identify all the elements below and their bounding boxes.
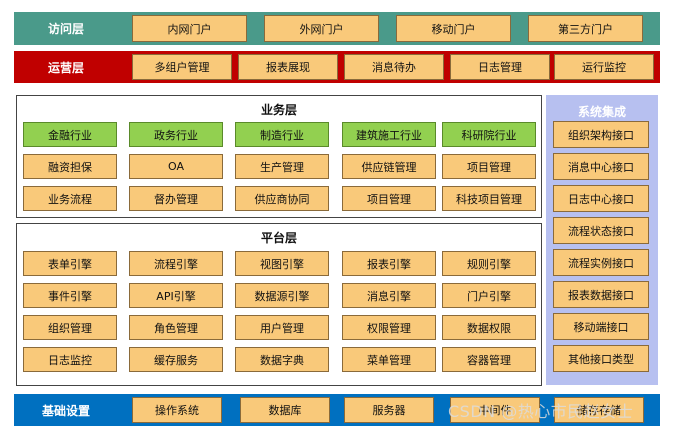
platform-item: 数据源引擎 (235, 283, 329, 308)
industry-item: 科研院行业 (442, 122, 536, 147)
access-item: 移动门户 (396, 15, 511, 42)
ops-item: 报表展现 (238, 54, 338, 80)
ops-layer-label: 运营层 (47, 60, 84, 75)
platform-item: 角色管理 (129, 315, 223, 340)
platform-item: 权限管理 (342, 315, 436, 340)
platform-item: 组织管理 (23, 315, 117, 340)
platform-item: 视图引擎 (235, 251, 329, 276)
watermark: CSDN @热心市民赵女士 (448, 402, 634, 421)
ops-layer: 运营层 多组户管理 报表展现 消息待办 日志管理 运行监控 (14, 51, 660, 83)
access-layer-label: 访问层 (47, 22, 84, 36)
access-layer: 访问层 内网门户 外网门户 移动门户 第三方门户 (14, 12, 660, 45)
business-item: 业务流程 (23, 186, 117, 211)
business-item: 项目管理 (442, 154, 536, 179)
access-item: 外网门户 (264, 15, 379, 42)
base-item: 储存存储 (554, 397, 644, 423)
industry-item: 制造行业 (235, 122, 329, 147)
ops-item: 多组户管理 (132, 54, 232, 80)
platform-layer-title: 平台层 (260, 231, 297, 245)
platform-item: 门户引擎 (442, 283, 536, 308)
integration-item: 其他接口类型 (553, 345, 649, 372)
platform-item: 容器管理 (442, 347, 536, 372)
integration-item: 流程实例接口 (553, 249, 649, 276)
platform-item: 缓存服务 (129, 347, 223, 372)
system-integration: 系统集成 组织架构接口 消息中心接口 日志中心接口 流程状态接口 流程实例接口 … (546, 95, 658, 385)
business-item: 项目管理 (342, 186, 436, 211)
platform-layer: 平台层 表单引擎 流程引擎 视图引擎 报表引擎 规则引擎 事件引擎 API引擎 … (16, 223, 542, 386)
industry-item: 政务行业 (129, 122, 223, 147)
access-item: 第三方门户 (528, 15, 643, 42)
platform-item: 报表引擎 (342, 251, 436, 276)
base-item: 数据库 (240, 397, 330, 423)
business-item: OA (129, 154, 223, 179)
industry-item: 金融行业 (23, 122, 117, 147)
business-item: 供应链管理 (342, 154, 436, 179)
platform-item: 数据权限 (442, 315, 536, 340)
base-item: 操作系统 (132, 397, 222, 423)
platform-item: API引擎 (129, 283, 223, 308)
integration-item: 移动端接口 (553, 313, 649, 340)
platform-item: 数据字典 (235, 347, 329, 372)
ops-item: 运行监控 (554, 54, 654, 80)
business-item: 供应商协同 (235, 186, 329, 211)
platform-item: 菜单管理 (342, 347, 436, 372)
integration-item: 日志中心接口 (553, 185, 649, 212)
base-layer-label: 基础设置 (41, 403, 90, 418)
ops-item: 消息待办 (344, 54, 444, 80)
integration-item: 流程状态接口 (553, 217, 649, 244)
business-item: 生产管理 (235, 154, 329, 179)
ops-item: 日志管理 (450, 54, 550, 80)
business-layer-title: 业务层 (260, 103, 297, 117)
business-item: 督办管理 (129, 186, 223, 211)
platform-item: 用户管理 (235, 315, 329, 340)
platform-item: 日志监控 (23, 347, 117, 372)
access-item: 内网门户 (132, 15, 247, 42)
system-integration-title: 系统集成 (577, 105, 626, 119)
industry-item: 建筑施工行业 (342, 122, 436, 147)
base-layer: 基础设置 操作系统 数据库 服务器 中间件 储存存储 (14, 394, 660, 426)
integration-item: 报表数据接口 (553, 281, 649, 308)
business-item: 融资担保 (23, 154, 117, 179)
base-item: 中间件 (450, 397, 540, 423)
business-layer: 业务层 金融行业 政务行业 制造行业 建筑施工行业 科研院行业 融资担保 OA … (16, 95, 542, 218)
base-item: 服务器 (344, 397, 434, 423)
platform-item: 消息引擎 (342, 283, 436, 308)
integration-item: 组织架构接口 (553, 121, 649, 148)
business-item: 科技项目管理 (442, 186, 536, 211)
platform-item: 表单引擎 (23, 251, 117, 276)
platform-item: 事件引擎 (23, 283, 117, 308)
platform-item: 规则引擎 (442, 251, 536, 276)
integration-item: 消息中心接口 (553, 153, 649, 180)
platform-item: 流程引擎 (129, 251, 223, 276)
